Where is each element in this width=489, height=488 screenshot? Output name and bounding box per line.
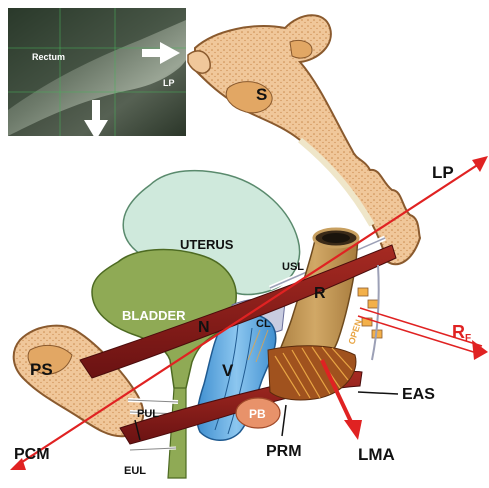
eul-label: EUL bbox=[124, 465, 146, 477]
usl-label: USL bbox=[282, 261, 304, 273]
eas-fibers bbox=[268, 346, 356, 400]
sacrum-label: S bbox=[256, 85, 267, 104]
inset-lp-label: LP bbox=[163, 78, 175, 88]
n-label: N bbox=[198, 319, 210, 336]
rectum-label: R bbox=[314, 285, 326, 302]
pul-label: PUL bbox=[137, 408, 159, 420]
vagina-label: V bbox=[222, 361, 234, 380]
pcm-label: PCM bbox=[14, 446, 50, 463]
inset-rectum-label: Rectum bbox=[32, 52, 65, 62]
prm-label: PRM bbox=[266, 443, 302, 460]
lma-label: LMA bbox=[358, 445, 395, 464]
ps-label: PS bbox=[30, 360, 53, 379]
uterus-label: UTERUS bbox=[180, 237, 234, 252]
open-label: OPEN bbox=[346, 318, 363, 345]
pb-label: PB bbox=[249, 407, 266, 421]
pubic-bone bbox=[14, 326, 143, 437]
cl-label: CL bbox=[256, 318, 271, 330]
rf-label: RF bbox=[452, 322, 471, 344]
ultrasound-inset: Rectum LP bbox=[8, 8, 186, 140]
bladder-label: BLADDER bbox=[122, 308, 186, 323]
lp-arrowhead bbox=[472, 156, 488, 172]
lp-label: LP bbox=[432, 163, 454, 182]
eas-label: EAS bbox=[402, 386, 435, 403]
